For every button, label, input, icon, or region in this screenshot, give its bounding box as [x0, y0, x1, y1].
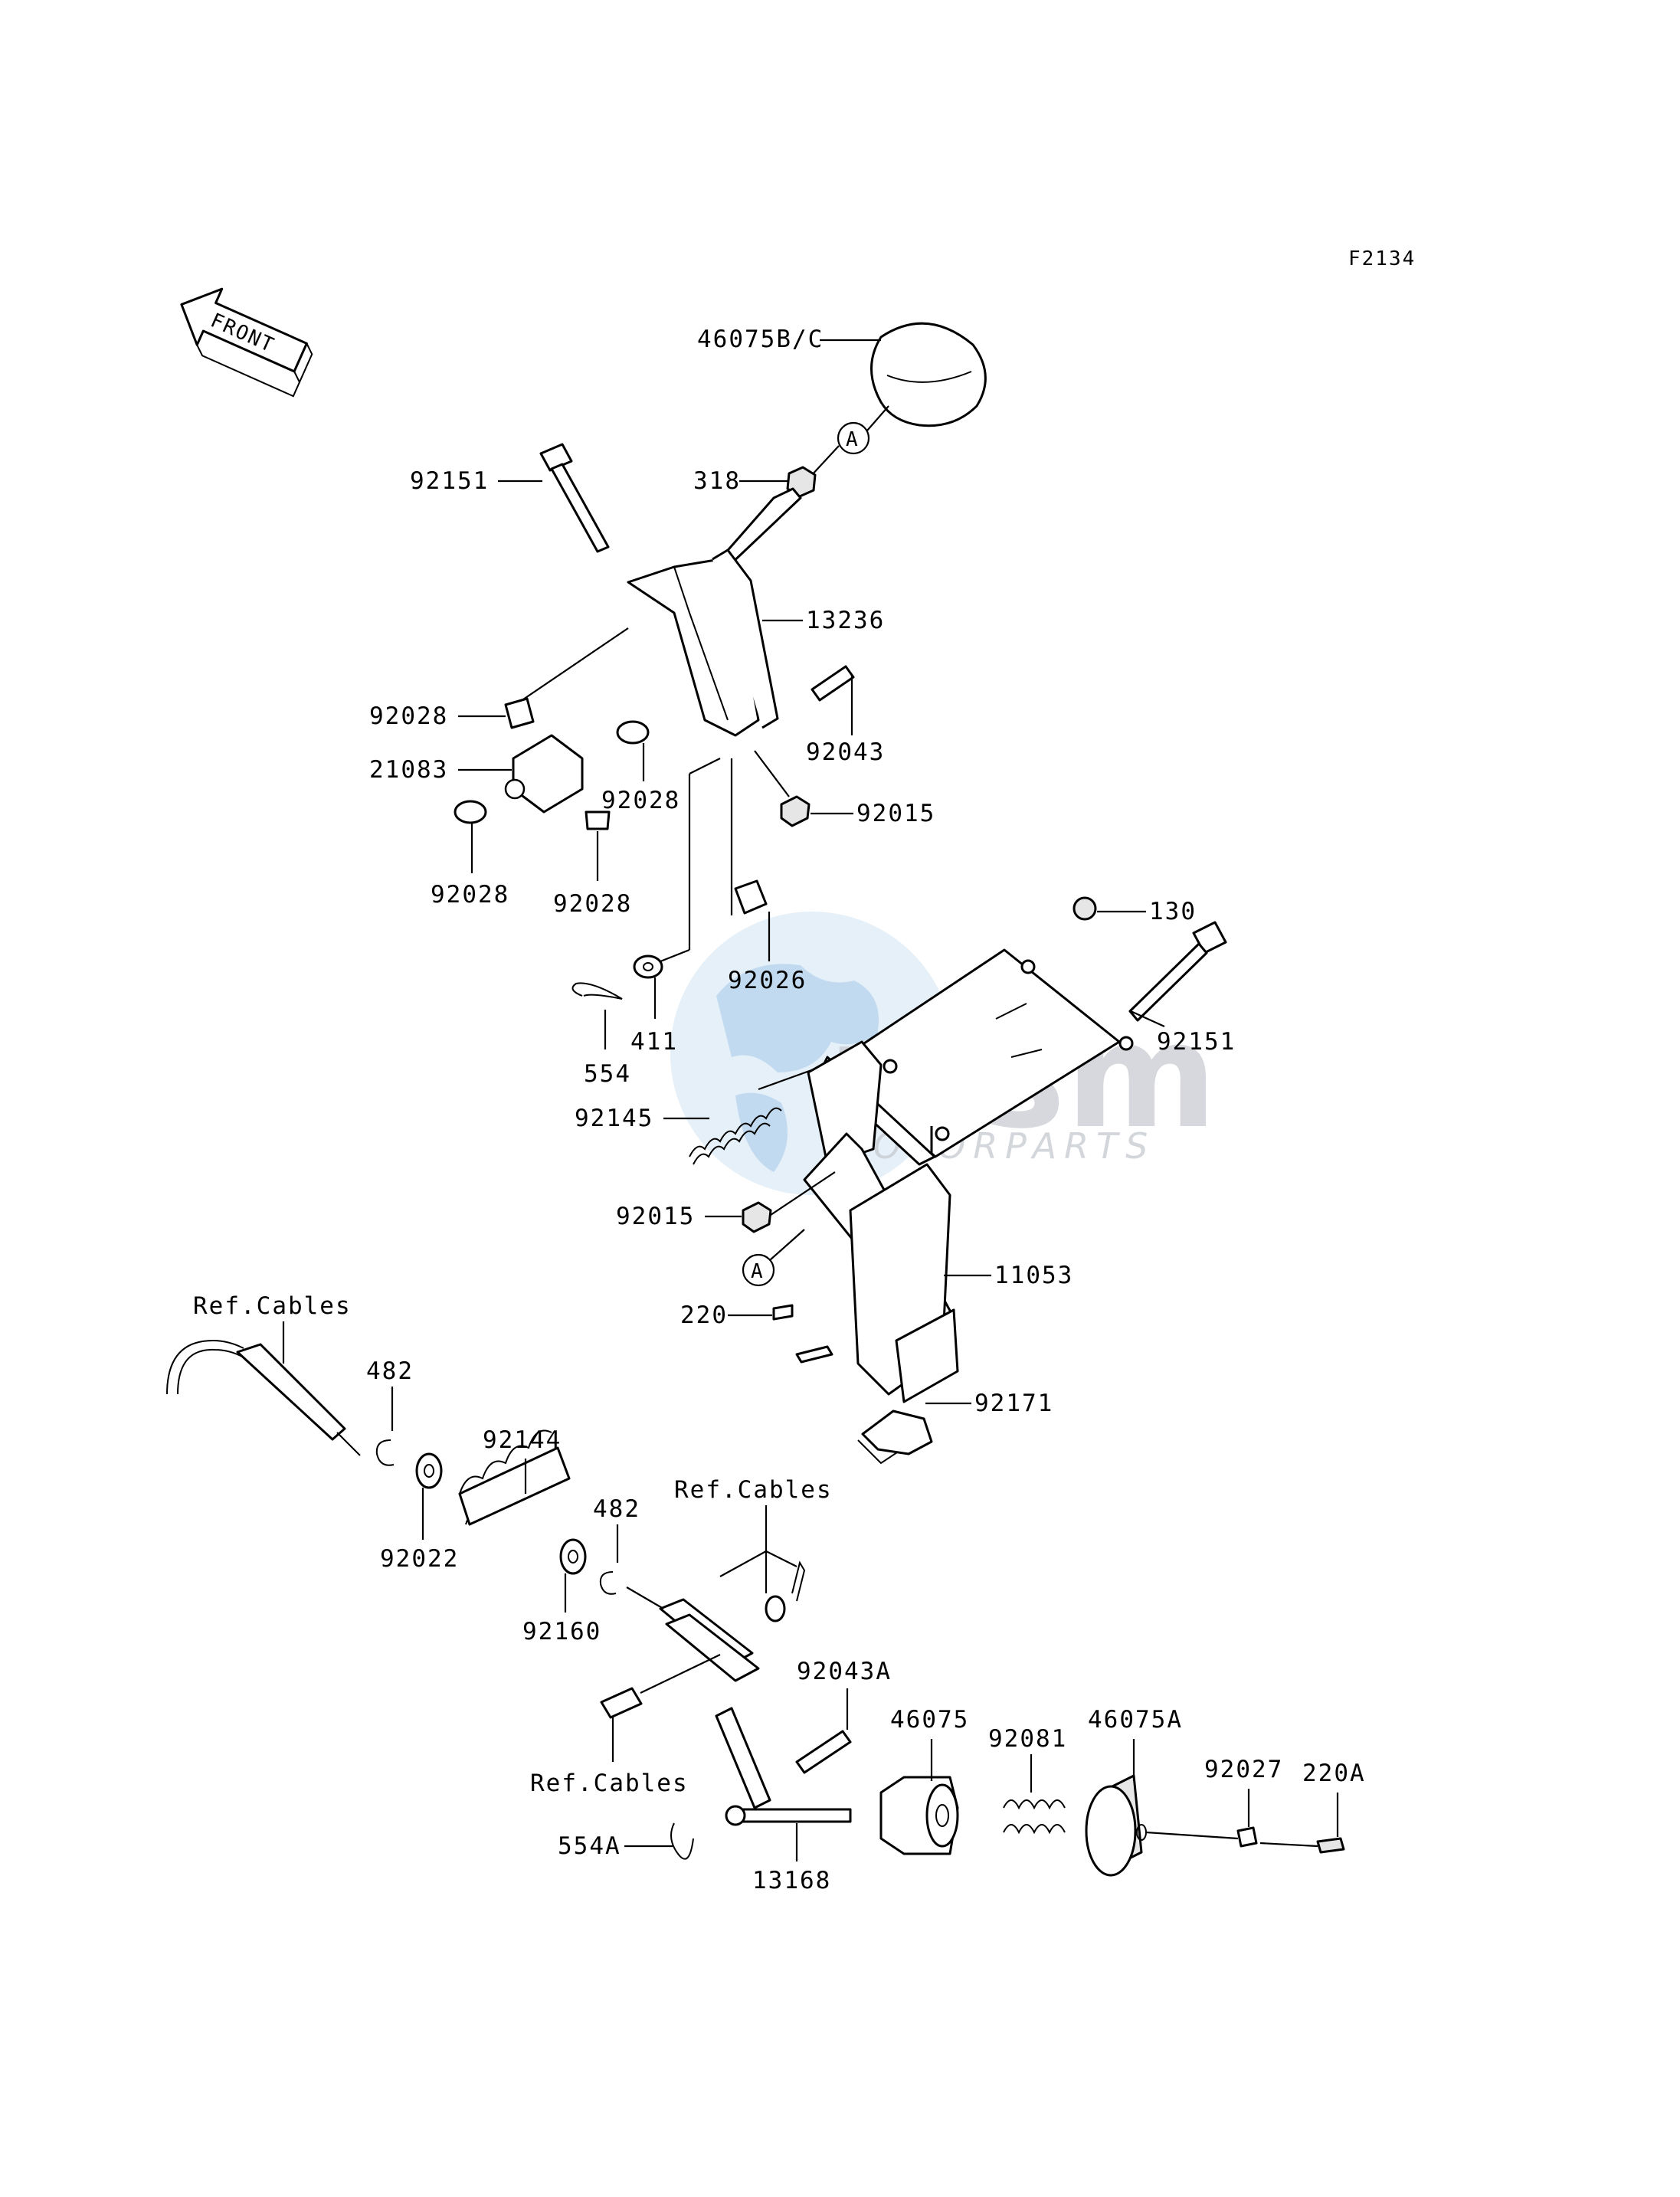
part-pin-ref-cables-3: [600, 1654, 721, 1719]
svg-text:A: A: [751, 1260, 765, 1283]
label-92151-top: 92151: [410, 467, 489, 495]
part-collar-92027: [1236, 1826, 1258, 1848]
label-220: 220: [680, 1302, 728, 1329]
label-46075: 46075: [890, 1706, 969, 1734]
part-bolt-130: [1073, 896, 1097, 921]
part-bolt-92151-top: [539, 443, 610, 553]
part-clip-92171: [861, 1410, 933, 1455]
part-cable-1: [166, 1339, 361, 1456]
part-bushing-92028-a: [504, 697, 535, 729]
part-cotter-pin-554: [571, 982, 623, 1000]
label-92043a: 92043A: [797, 1658, 892, 1685]
label-13236: 13236: [806, 607, 885, 634]
watermark-continents: [716, 964, 879, 1172]
label-554: 554: [584, 1060, 631, 1088]
label-92160: 92160: [522, 1618, 601, 1645]
label-11053: 11053: [994, 1262, 1073, 1289]
front-arrow-icon: FRONT: [180, 287, 313, 398]
label-482-a: 482: [366, 1357, 414, 1385]
part-spring-92145: [689, 1107, 782, 1165]
part-disc-46075a: [1085, 1774, 1147, 1877]
label-92028-b: 92028: [601, 787, 680, 814]
label-92151-mid: 92151: [1157, 1028, 1236, 1056]
label-92027: 92027: [1204, 1756, 1283, 1783]
diagram-code: F2134: [1348, 247, 1416, 270]
part-block-21083: [504, 734, 584, 814]
part-clip-482-a: [375, 1439, 395, 1466]
part-nut-92015-top: [780, 795, 811, 827]
part-clevis: [626, 1560, 806, 1682]
label-92015-top: 92015: [856, 800, 935, 827]
label-318: 318: [693, 467, 741, 495]
label-92026: 92026: [728, 967, 807, 994]
callout-a-mid: A: [742, 1253, 775, 1287]
label-21083: 21083: [369, 756, 448, 784]
label-482-b: 482: [593, 1495, 640, 1523]
part-bolt-92151-mid: [1128, 921, 1227, 1022]
label-554a: 554A: [558, 1832, 621, 1860]
label-46075a: 46075A: [1088, 1706, 1183, 1734]
label-13168: 13168: [752, 1867, 831, 1894]
svg-text:A: A: [846, 428, 860, 451]
part-nut-92015-mid: [742, 1201, 772, 1233]
part-knob-46075: [879, 1776, 959, 1855]
label-92028-c: 92028: [431, 881, 509, 909]
label-92043: 92043: [806, 738, 885, 766]
label-92145: 92145: [575, 1105, 653, 1132]
part-clip-482-b: [599, 1571, 617, 1595]
label-46075bc: 46075B/C: [697, 326, 824, 353]
part-washer-411: [633, 954, 663, 979]
part-spring-92081: [1003, 1799, 1066, 1835]
label-92171: 92171: [974, 1390, 1053, 1417]
label-92022: 92022: [380, 1545, 459, 1573]
part-pin-92043: [811, 665, 855, 702]
label-92144: 92144: [483, 1426, 562, 1454]
part-washer-92028-c: [454, 800, 487, 824]
label-92028-a: 92028: [369, 702, 448, 730]
part-bushing-92028-b: [616, 720, 650, 745]
callout-a-top: A: [837, 421, 870, 455]
part-screw-220: [772, 1304, 833, 1364]
part-screw-220a: [1316, 1837, 1345, 1854]
label-220a: 220A: [1302, 1760, 1366, 1787]
part-shaft-13168: [715, 1707, 852, 1826]
label-ref-cables-3: Ref.Cables: [530, 1770, 689, 1797]
part-clip-92026: [734, 879, 768, 915]
label-92028-d: 92028: [553, 890, 632, 918]
part-bracket-11053: [803, 948, 1134, 1465]
part-washer-92022: [415, 1452, 443, 1489]
part-washer-92160: [559, 1538, 587, 1575]
part-bushing-92028-d: [585, 810, 611, 830]
part-lever-13236: [627, 487, 802, 737]
part-cotter-pin-554a: [670, 1822, 694, 1860]
label-92015-mid: 92015: [616, 1203, 695, 1230]
part-pin-92043a: [795, 1730, 852, 1774]
label-ref-cables-1: Ref.Cables: [193, 1292, 352, 1320]
label-130: 130: [1149, 898, 1197, 925]
label-411: 411: [630, 1028, 678, 1056]
label-92081: 92081: [988, 1725, 1067, 1753]
part-knob-46075bc: [870, 322, 987, 427]
label-ref-cables-2: Ref.Cables: [674, 1476, 833, 1504]
